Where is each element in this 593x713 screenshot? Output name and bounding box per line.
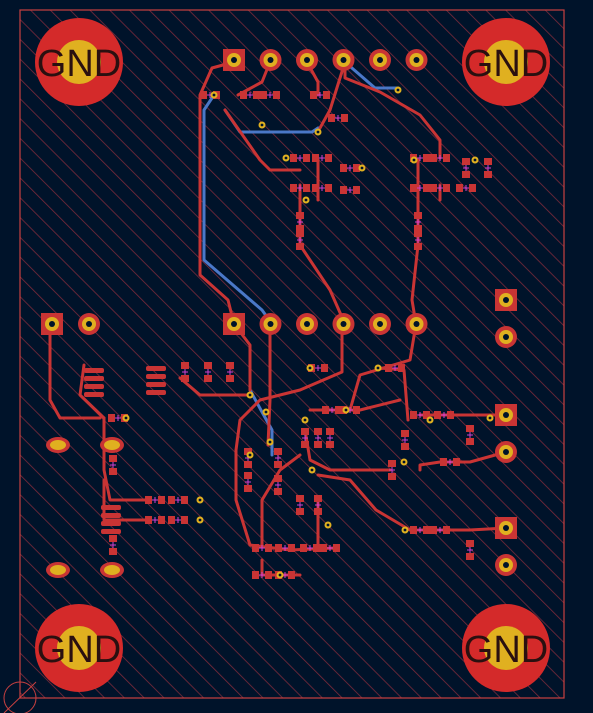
smd-part[interactable] bbox=[322, 406, 342, 414]
through-hole-pad[interactable] bbox=[223, 49, 245, 71]
smd-part[interactable] bbox=[296, 495, 304, 515]
smd-part[interactable] bbox=[310, 91, 330, 99]
smd-part[interactable] bbox=[296, 230, 304, 250]
through-hole-pad[interactable] bbox=[223, 313, 245, 335]
smd-part[interactable] bbox=[145, 516, 165, 524]
smd-part[interactable] bbox=[410, 526, 430, 534]
through-hole-pad[interactable] bbox=[78, 313, 100, 335]
oval-pad[interactable] bbox=[100, 562, 124, 578]
smd-part[interactable] bbox=[274, 448, 282, 468]
smd-components[interactable] bbox=[84, 91, 492, 579]
mounting-hole[interactable]: GND bbox=[462, 604, 550, 692]
smd-part[interactable] bbox=[430, 184, 450, 192]
through-hole-pad[interactable] bbox=[332, 49, 355, 71]
smd-part[interactable] bbox=[484, 158, 492, 178]
smd-part[interactable] bbox=[414, 230, 422, 250]
mounting-hole[interactable]: GND bbox=[35, 604, 123, 692]
smd-part[interactable] bbox=[109, 455, 117, 475]
through-hole-pad[interactable] bbox=[41, 313, 63, 335]
side-connectors[interactable] bbox=[41, 289, 517, 578]
oval-pad[interactable] bbox=[100, 437, 124, 453]
smd-part[interactable] bbox=[296, 212, 304, 232]
smd-part[interactable] bbox=[290, 154, 310, 162]
smd-part[interactable] bbox=[301, 428, 309, 448]
oval-pad[interactable] bbox=[46, 437, 70, 453]
smd-part[interactable] bbox=[181, 362, 189, 382]
mounting-hole[interactable]: GND bbox=[35, 18, 123, 106]
smd-part[interactable] bbox=[168, 496, 188, 504]
smd-part[interactable] bbox=[430, 526, 450, 534]
smd-part[interactable] bbox=[290, 184, 310, 192]
smd-part[interactable] bbox=[462, 158, 470, 178]
smd-part[interactable] bbox=[385, 364, 405, 372]
smd-part[interactable] bbox=[145, 496, 165, 504]
top-pin-header[interactable] bbox=[223, 49, 428, 71]
smd-part[interactable] bbox=[109, 535, 117, 555]
ic-footprint[interactable] bbox=[101, 505, 121, 534]
smd-part[interactable] bbox=[320, 544, 340, 552]
smd-part[interactable] bbox=[312, 154, 332, 162]
smd-part[interactable] bbox=[314, 495, 322, 515]
through-hole-pad[interactable] bbox=[405, 313, 428, 335]
smd-part[interactable] bbox=[410, 184, 430, 192]
through-hole-pad[interactable] bbox=[495, 289, 517, 311]
through-hole-pad[interactable] bbox=[296, 49, 318, 71]
board-edge bbox=[19, 9, 565, 699]
smd-part[interactable] bbox=[430, 154, 450, 162]
smd-part[interactable] bbox=[456, 184, 476, 192]
mounting-hole[interactable]: GND bbox=[462, 18, 550, 106]
smd-part[interactable] bbox=[204, 362, 212, 382]
mounting-holes: GND GND GND GND bbox=[35, 18, 550, 692]
smd-part[interactable] bbox=[274, 475, 282, 495]
through-hole-pad[interactable] bbox=[369, 49, 391, 71]
smd-part[interactable] bbox=[434, 411, 454, 419]
mounting-hole-label: GND bbox=[464, 629, 548, 671]
smd-part[interactable] bbox=[300, 544, 320, 552]
ground-pour bbox=[20, 10, 564, 698]
through-hole-pad[interactable] bbox=[259, 49, 282, 71]
mounting-hole-label: GND bbox=[464, 43, 548, 85]
smd-part[interactable] bbox=[410, 411, 430, 419]
through-hole-pad[interactable] bbox=[495, 554, 517, 576]
smd-part[interactable] bbox=[260, 91, 280, 99]
smd-part[interactable] bbox=[314, 428, 322, 448]
smd-part[interactable] bbox=[240, 91, 260, 99]
smd-part[interactable] bbox=[401, 430, 409, 450]
through-hole-pad[interactable] bbox=[332, 313, 355, 335]
through-hole-pad[interactable] bbox=[495, 517, 517, 539]
smd-part[interactable] bbox=[326, 428, 334, 448]
smd-part[interactable] bbox=[328, 114, 348, 122]
smd-part[interactable] bbox=[244, 472, 252, 492]
origin-marker bbox=[3, 681, 37, 713]
smd-part[interactable] bbox=[414, 212, 422, 232]
through-hole-pad[interactable] bbox=[296, 313, 318, 335]
smd-part[interactable] bbox=[466, 540, 474, 560]
through-hole-pad[interactable] bbox=[495, 326, 517, 348]
smd-part[interactable] bbox=[168, 516, 188, 524]
smd-part[interactable] bbox=[252, 571, 272, 579]
ic-footprint[interactable] bbox=[146, 366, 166, 395]
through-hole-pad[interactable] bbox=[369, 313, 391, 335]
smd-part[interactable] bbox=[388, 460, 396, 480]
smd-part[interactable] bbox=[226, 362, 234, 382]
ic-footprint[interactable] bbox=[84, 368, 104, 397]
mounting-hole-label: GND bbox=[37, 629, 121, 671]
through-hole-pad[interactable] bbox=[259, 313, 282, 335]
through-hole-pad[interactable] bbox=[495, 404, 517, 426]
smd-part[interactable] bbox=[440, 458, 460, 466]
smd-part[interactable] bbox=[252, 544, 272, 552]
through-hole-pad[interactable] bbox=[495, 441, 517, 463]
vias bbox=[122, 86, 494, 579]
smd-part[interactable] bbox=[340, 164, 360, 172]
smd-part[interactable] bbox=[312, 184, 332, 192]
smd-part[interactable] bbox=[340, 186, 360, 194]
smd-part[interactable] bbox=[275, 544, 295, 552]
oval-pad[interactable] bbox=[46, 562, 70, 578]
smd-part[interactable] bbox=[466, 425, 474, 445]
mounting-hole-label: GND bbox=[37, 43, 121, 85]
through-hole-pad[interactable] bbox=[405, 49, 428, 71]
middle-pin-header[interactable] bbox=[223, 313, 428, 335]
